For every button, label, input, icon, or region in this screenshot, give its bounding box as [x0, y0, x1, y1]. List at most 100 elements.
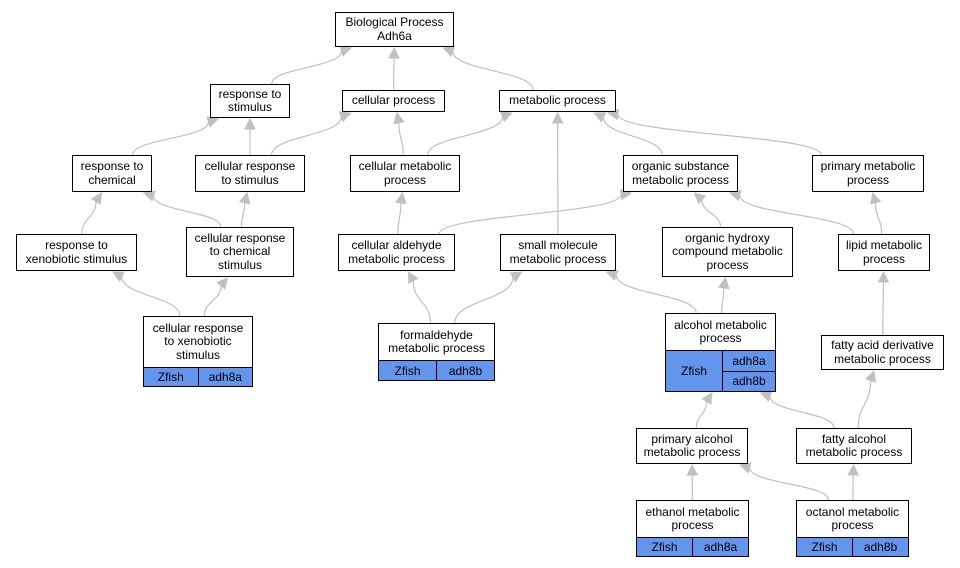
term-label-line: response to [218, 86, 282, 101]
term-label-line: alcohol metabolic [674, 317, 767, 332]
edge-emp-to-pam [686, 463, 699, 501]
term-label-line: metabolic process [509, 251, 607, 266]
edge-lmp-to-osm [728, 189, 855, 235]
edge-line [397, 202, 402, 235]
term-label-line: metabolic process [509, 93, 606, 108]
term-label-line: process [699, 331, 742, 345]
edge-fad-to-lmp [877, 270, 890, 336]
edge-cp-to-bp [388, 46, 400, 91]
term-label-line: metabolic process [805, 445, 903, 459]
term-label-line: cellular response [152, 320, 244, 335]
arrowhead [693, 192, 707, 205]
edge-line [602, 117, 663, 156]
term-label-line: compound metabolic [672, 244, 783, 259]
gene-cell-adh8b[interactable]: adh8b [436, 361, 494, 380]
edge-line [720, 287, 725, 314]
arrowhead [395, 191, 407, 205]
arrowhead [728, 189, 742, 202]
arrowhead [593, 112, 607, 123]
edge-line [739, 195, 855, 235]
arrowhead [718, 276, 730, 290]
gene-cell-adh8a[interactable]: adh8a [197, 368, 252, 386]
edge-line [874, 202, 883, 235]
species-cell[interactable]: Zfish [379, 361, 436, 380]
gene-cell-adh8b[interactable]: adh8b [723, 370, 775, 391]
edge-line [240, 202, 246, 228]
term-label-line: fatty alcohol [821, 431, 887, 446]
term-label-line: response to [45, 238, 108, 252]
term-node-mp[interactable]: metabolic process [499, 90, 616, 112]
arrowhead [865, 369, 877, 383]
gene-cell-adh8a[interactable]: adh8a [692, 538, 748, 556]
species-cell[interactable]: Zfish [666, 351, 722, 391]
arrowhead [847, 463, 860, 476]
arrowhead [499, 111, 513, 123]
term-label-line: organic hydroxy [685, 230, 770, 245]
term-label-line: formaldehyde [400, 327, 473, 342]
gene-cell-adh8b[interactable]: adh8b [852, 538, 908, 556]
edge-crx-to-rxs [111, 271, 181, 317]
arrowhead [509, 271, 523, 283]
term-label-line: process [706, 257, 749, 272]
term-label-line: cellular response [204, 159, 296, 173]
term-label-line: process [383, 172, 427, 187]
edge-pam-to-amp [695, 392, 713, 429]
term-label-line: cellular aldehyde [351, 238, 442, 252]
edge-line [270, 116, 342, 156]
edge-lmp-to-pmp [870, 191, 883, 235]
term-label: cellular process [343, 91, 444, 111]
term-node-cp[interactable]: cellular process [342, 90, 445, 112]
term-label-line: metabolic process [834, 351, 931, 366]
edge-line [203, 285, 222, 317]
term-label-line: process [671, 518, 714, 532]
term-label-line: lipid metabolic [845, 238, 923, 252]
species-cell[interactable]: Zfish [637, 538, 692, 556]
arrowhead [759, 390, 773, 402]
edge-rxs-to-rtc [81, 192, 102, 235]
species-cell[interactable]: Zfish [144, 368, 198, 386]
edge-cam-to-cmp [395, 191, 407, 235]
edge-line [271, 50, 343, 85]
edge-line [749, 467, 830, 501]
term-label-line: to stimulus [221, 172, 279, 187]
species-cell[interactable]: Zfish [797, 538, 852, 556]
term-label-line: cellular metabolic [358, 159, 452, 173]
gene-cell-adh8a[interactable]: adh8a [723, 351, 775, 371]
term-label-line: primary alcohol [651, 431, 733, 446]
edge-omp-to-fal [847, 463, 860, 501]
term-label-line: primary metabolic [820, 159, 916, 173]
edge-line [427, 116, 504, 156]
term-label-line: xenobiotic stimulus [25, 251, 128, 266]
